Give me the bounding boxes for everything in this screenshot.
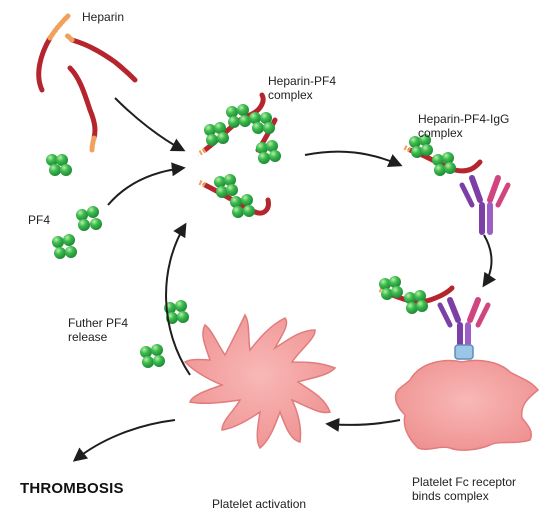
heparin-pf4-complex <box>196 92 281 218</box>
igg-antibody <box>437 297 491 348</box>
pf4-cluster <box>46 154 72 176</box>
heparin-strands <box>36 13 138 153</box>
bound-complex <box>377 276 491 360</box>
pf4-cluster <box>52 234 77 259</box>
heparin-pf4-igg-complex-label: Heparin-PF4-IgG complex <box>418 112 510 140</box>
arrow-release-to-complex <box>165 222 191 376</box>
arrow-activation-to-thrombosis <box>72 419 176 462</box>
heparin-strand <box>47 13 71 41</box>
arrow-heparin-to-complex <box>114 97 186 152</box>
heparin-strand <box>67 65 98 141</box>
heparin-strand <box>89 135 97 153</box>
arrow-igg-to-bound <box>482 234 497 288</box>
arrow-pf4-to-complex <box>107 162 186 206</box>
fc-receptor <box>454 344 474 360</box>
pf4-cluster <box>76 206 102 231</box>
heparin-pf4-complex-label: Heparin-PF4 complex <box>268 74 337 102</box>
arrow-bound-to-activation <box>325 417 401 432</box>
platelet-bound <box>394 359 540 451</box>
igg-antibody <box>459 175 511 235</box>
platelet-activated <box>183 313 337 450</box>
pf4-clusters-released <box>140 300 189 368</box>
platelet-fc-receptor-label: Platelet Fc receptor binds complex <box>412 475 517 503</box>
platelet-activation-label: Platelet activation <box>212 497 307 511</box>
heparin-strand <box>63 32 75 43</box>
heparin-strand <box>36 35 53 93</box>
thrombosis-label: THROMBOSIS <box>20 480 124 497</box>
heparin-strand <box>69 37 138 83</box>
further-pf4-release-label: Futher PF4 release <box>68 316 129 344</box>
heparin-label: Heparin <box>82 10 125 24</box>
heparin-pf4-igg-complex <box>402 134 511 235</box>
arrows <box>72 97 497 462</box>
pf4-cluster <box>140 344 165 368</box>
pf4-label: PF4 <box>28 213 51 227</box>
pf4-clusters-free <box>46 154 102 259</box>
arrow-complex-to-igg <box>304 150 403 167</box>
